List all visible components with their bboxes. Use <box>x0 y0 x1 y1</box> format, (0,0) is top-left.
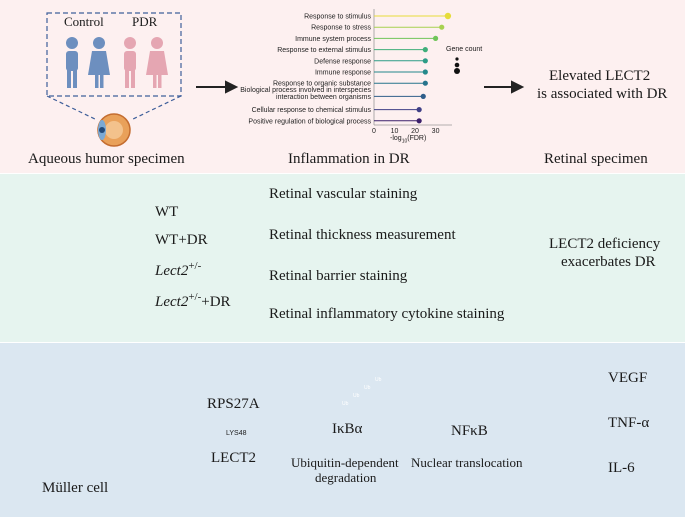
gene-count-legend-icon <box>454 57 460 74</box>
assay-vascular: Retinal vascular staining <box>269 186 418 202</box>
chart-point <box>444 12 452 20</box>
ub-label-2: Ub <box>353 393 360 399</box>
chart-category-label: Response to stress <box>311 25 371 32</box>
nfkb-caption: Nuclear translocation <box>411 455 523 470</box>
pdr-people-icon <box>124 37 168 88</box>
chart-category-label: interaction between organisms <box>276 94 371 101</box>
chart-point <box>422 58 428 64</box>
control-label: Control <box>64 14 104 29</box>
chart-tick-label: 0 <box>372 128 376 135</box>
ikba-caption1: Ubiquitin-dependent <box>291 455 399 470</box>
gene-count-legend-title: Gene count <box>446 46 483 53</box>
ikba-caption2: degradation <box>315 470 377 485</box>
chart-category-label: Positive regulation of biological proces… <box>248 118 371 125</box>
inflammation-label: Inflammation in DR <box>288 151 410 167</box>
retinal-specimen-label: Retinal specimen <box>544 151 648 167</box>
chart-category-label: Biological process involved in interspec… <box>240 87 371 94</box>
lect2-label: LECT2 <box>211 450 256 466</box>
chart-point <box>422 69 428 75</box>
ub-label-4: Ub <box>375 377 382 383</box>
subjects-box <box>46 12 182 97</box>
assay-barrier: Retinal barrier staining <box>269 268 408 284</box>
chart-point <box>422 80 428 86</box>
elevated-lect2-label: Elevated LECT2 <box>549 68 651 84</box>
cytokine-vegf: VEGF <box>608 370 648 386</box>
associated-dr-label: is associated with DR <box>537 86 668 102</box>
ub-label-3: Ub <box>364 385 371 391</box>
eye-icon <box>97 113 131 147</box>
chart-tick-label: 10 <box>391 128 399 135</box>
cytokine-il6: IL-6 <box>608 460 635 476</box>
chart-tick-label: 30 <box>432 128 440 135</box>
assay-cytokine: Retinal inflammatory cytokine staining <box>269 306 505 322</box>
ub-label-1: Ub <box>342 401 349 407</box>
chart-category-label: Immune response <box>315 70 371 77</box>
control-people-icon <box>66 37 110 88</box>
aqueous-humor-label: Aqueous humor specimen <box>28 151 185 167</box>
group-lect2-het: Lect2+/- <box>155 260 202 279</box>
group-wt: WT <box>155 204 179 220</box>
muller-cell-label: Müller cell <box>42 480 109 496</box>
panel-mouse-model <box>0 174 685 342</box>
arrow-icon <box>196 80 525 94</box>
outcome-line1: LECT2 deficiency <box>549 236 661 252</box>
chart-category-label: Defense response <box>314 58 371 65</box>
group-lect2-het-dr: Lect2+/-+DR <box>155 291 231 310</box>
outcome-line2: exacerbates DR <box>561 254 656 270</box>
pdr-label: PDR <box>132 14 158 29</box>
chart-point <box>420 93 426 99</box>
chart-category-label: Cellular response to chemical stimulus <box>252 107 372 114</box>
nfkb-label: NFκB <box>451 423 488 439</box>
group-wt-dr: WT+DR <box>155 232 208 248</box>
chart-point <box>439 24 445 30</box>
chart-category-label: Response to stimulus <box>304 14 371 21</box>
chart-point <box>432 35 439 42</box>
chart-tick-label: 20 <box>411 128 419 135</box>
panel-mechanism <box>0 343 685 517</box>
chart-xlabel: -log10(FDR) <box>390 135 427 145</box>
ikba-label: IκBα <box>332 421 363 437</box>
chart-point <box>416 107 422 113</box>
rps27a-label: RPS27A <box>207 396 260 412</box>
cytokine-tnf: TNF-α <box>608 415 650 431</box>
lys48-label: LYS48 <box>226 430 247 437</box>
chart-category-label: Response to external stimulus <box>277 47 371 54</box>
chart-category-label: Immune system process <box>295 36 371 43</box>
assay-thickness: Retinal thickness measurement <box>269 227 456 243</box>
chart-category-label: Response to organic substance <box>273 81 371 88</box>
chart-point <box>416 118 422 124</box>
chart-point <box>422 47 428 53</box>
